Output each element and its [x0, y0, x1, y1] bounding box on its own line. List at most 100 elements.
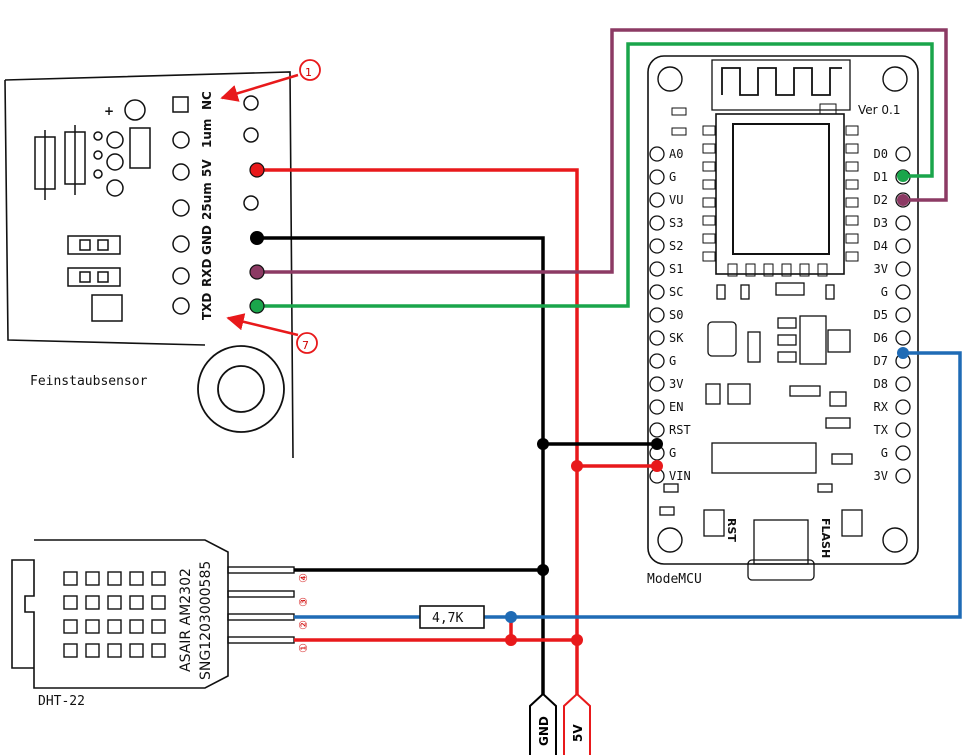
right-pin-label: RX [874, 400, 889, 414]
left-pin-label: RST [669, 423, 691, 437]
wire-dht-data-2 [484, 351, 962, 619]
left-pin-label: VU [669, 193, 683, 207]
pin-label-25um: 25um [200, 182, 214, 220]
right-pin-label: G [881, 285, 888, 299]
right-pin-label: D7 [874, 354, 888, 368]
right-pin-label: D5 [874, 308, 888, 322]
left-pin-hole [649, 307, 665, 323]
right-pin-hole [895, 284, 911, 300]
right-pin-label: 3V [874, 262, 888, 276]
left-pin-label: EN [669, 400, 683, 414]
left-pin-hole [649, 422, 665, 438]
marker-7-circle [296, 332, 318, 354]
right-pin-label: D3 [874, 216, 888, 230]
left-pin-hole [649, 284, 665, 300]
pin-label-nc: NC [200, 91, 214, 110]
marker-1-label: 1 [305, 66, 312, 79]
left-pin-label: G [669, 354, 676, 368]
right-pin-hole [895, 468, 911, 484]
resistor: 4,7K [419, 605, 485, 629]
pointer-arrow-7 [226, 313, 299, 337]
left-pin-hole [649, 238, 665, 254]
left-pin-hole [649, 330, 665, 346]
left-pin-label: SK [669, 331, 684, 345]
junctions [249, 162, 909, 646]
resistor-label: 4,7K [432, 611, 463, 626]
pin-label-5v: 5V [200, 159, 214, 177]
gnd-terminal: GND [529, 692, 557, 755]
left-pin-label: G [669, 170, 676, 184]
left-pin-label: SC [669, 285, 683, 299]
dht-text-2: SNG1203000585 [198, 561, 214, 680]
right-pin-label: D0 [874, 147, 888, 161]
wire-txd [257, 42, 934, 308]
left-pin-hole [649, 146, 665, 162]
marker-7-label: 7 [302, 339, 309, 352]
pin-label-1um: 1um [200, 119, 214, 148]
right-pin-label: TX [874, 423, 889, 437]
pin-label-rxd: RXD [200, 259, 214, 287]
right-pin-hole [895, 399, 911, 415]
plus-label: + [104, 104, 114, 118]
pin-label-txd: TXD [200, 293, 214, 320]
right-pin-hole [895, 146, 911, 162]
dust-sensor: + NC 1um 5V 25um GND RXD TXD [4, 59, 321, 459]
dust-sensor-pads-right [243, 95, 259, 211]
wire-gnd-sensor [257, 236, 545, 697]
pin-label-gnd: GND [200, 225, 214, 255]
dht-text-1: ASAIR AM2302 [178, 568, 194, 672]
right-pin-hole [895, 261, 911, 277]
right-pin-hole [895, 422, 911, 438]
left-pin-label: S3 [669, 216, 683, 230]
pointer-arrow-1 [220, 73, 299, 102]
left-pin-label: VIN [669, 469, 691, 483]
wires [257, 28, 962, 697]
left-pin-label: G [669, 446, 676, 460]
right-pin-label: 3V [874, 469, 888, 483]
right-pin-hole [895, 238, 911, 254]
left-pin-label: S2 [669, 239, 683, 253]
left-pin-label: S0 [669, 308, 683, 322]
rst-button-label: RST [725, 518, 738, 542]
nodemcu-board: Ver 0.1 [647, 55, 919, 587]
left-pin-label: A0 [669, 147, 683, 161]
wire-rxd [257, 28, 948, 274]
nodemcu-caption: ModeMCU [647, 572, 702, 587]
right-pin-label: D6 [874, 331, 888, 345]
dust-sensor-pin-labels: NC 1um 5V 25um GND RXD TXD [200, 91, 214, 320]
left-pin-hole [649, 399, 665, 415]
left-pin-hole [649, 353, 665, 369]
right-pin-hole [895, 215, 911, 231]
dht-pin-marker-3: ③ [297, 597, 310, 607]
dht22-sensor: ASAIR AM2302 SNG1203000585 ④ ③ ② ① DHT-2… [11, 539, 310, 709]
dust-sensor-caption: Feinstaubsensor [30, 374, 148, 389]
left-pin-hole [649, 215, 665, 231]
marker-1-circle [299, 59, 321, 81]
flash-button-label: FLASH [819, 518, 832, 558]
right-pin-label: D4 [874, 239, 888, 253]
left-pin-hole [649, 192, 665, 208]
left-pin-hole [649, 169, 665, 185]
dht-pin-marker-4: ④ [297, 573, 310, 583]
left-pin-label: 3V [669, 377, 683, 391]
dht-pin-marker-2: ② [297, 620, 310, 630]
left-pin-hole [649, 261, 665, 277]
dust-sensor-fan [197, 345, 285, 433]
right-pin-hole [895, 376, 911, 392]
dht-caption: DHT-22 [38, 694, 85, 709]
right-pin-label: D1 [874, 170, 888, 184]
v5-terminal-label: 5V [571, 724, 585, 742]
wire-5v-sensor [257, 168, 579, 697]
gnd-terminal-label: GND [537, 716, 551, 746]
right-pin-label: G [881, 446, 888, 460]
board-version: Ver 0.1 [858, 103, 901, 117]
left-pin-label: S1 [669, 262, 683, 276]
right-pin-hole [895, 307, 911, 323]
right-pin-label: D8 [874, 377, 888, 391]
dust-sensor-pads-left [172, 96, 190, 315]
dust-sensor-components [34, 99, 151, 322]
right-pin-hole [895, 330, 911, 346]
dht-pin-marker-1: ① [297, 643, 310, 653]
